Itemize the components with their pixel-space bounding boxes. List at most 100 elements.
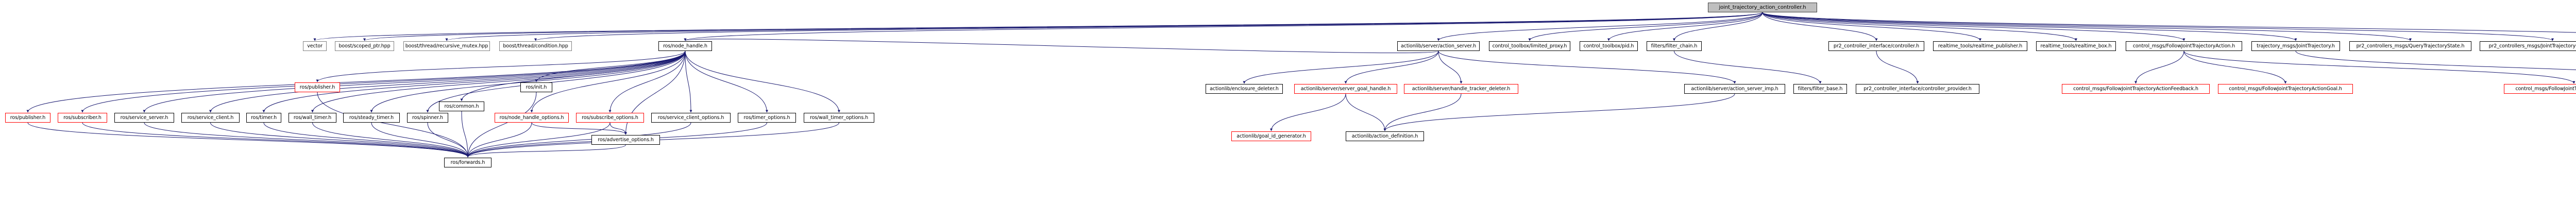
graph-edge	[2134, 50, 2184, 84]
graph-edge	[1383, 93, 1735, 131]
graph-edge	[1528, 12, 1763, 41]
graph-node[interactable]: ros/subscriber.h	[58, 113, 107, 123]
graph-node[interactable]: boost/thread/condition.hpp	[499, 41, 572, 51]
graph-node[interactable]: ros/service_server.h	[114, 113, 174, 123]
graph-edge	[2183, 50, 2287, 84]
graph-node-label: pr2_controller_interface/controller_prov…	[1863, 86, 1972, 92]
graph-edge	[2295, 50, 2576, 70]
graph-node-label: ros/node_handle_options.h	[499, 114, 564, 121]
graph-edge	[1762, 12, 1878, 41]
graph-node-root[interactable]: joint_trajectory_action_controller.h	[1708, 3, 1817, 12]
graph-node[interactable]: control_toolbox/limited_proxy.h	[1489, 41, 1570, 51]
graph-node-label: ros/subscriber.h	[63, 114, 101, 121]
graph-node-label: trajectory_msgs/JointTrajectory.h	[2257, 43, 2335, 49]
graph-node-label: control_toolbox/limited_proxy.h	[1492, 43, 1567, 49]
graph-node-label: actionlib/server/server_goal_handle.h	[1300, 86, 1391, 92]
graph-node[interactable]: ros/common.h	[439, 101, 484, 111]
graph-node[interactable]: ros/spinner.h	[407, 113, 448, 123]
graph-node[interactable]: control_msgs/FollowJointTrajectoryAction…	[2126, 41, 2242, 51]
graph-edge	[1762, 12, 2297, 41]
graph-edge	[609, 122, 627, 135]
graph-node[interactable]: ros/node_handle_options.h	[495, 113, 569, 123]
graph-node[interactable]: actionlib/server/action_server_imp.h	[1684, 84, 1785, 94]
graph-node-label: ros/subscribe_options.h	[582, 114, 638, 121]
graph-node[interactable]: control_msgs/FollowJointTrajectoryAction…	[2504, 84, 2576, 94]
graph-node[interactable]: pr2_controller_interface/controller.h	[1828, 41, 1924, 51]
graph-node-label: ros/steady_timer.h	[349, 114, 394, 121]
graph-node-label: filters/filter_base.h	[1798, 86, 1843, 92]
graph-node[interactable]: actionlib/enclosure_deleter.h	[1206, 84, 1283, 94]
graph-node[interactable]: ros/advertise_options.h	[591, 135, 660, 145]
graph-node-label: ros/init.h	[526, 84, 547, 90]
graph-node-label: pr2_controllers_msgs/QueryTrajectoryStat…	[2356, 43, 2465, 49]
graph-node[interactable]: control_toolbox/pid.h	[1580, 41, 1638, 51]
graph-node-label: actionlib/server/handle_tracker_deleter.…	[1412, 86, 1511, 92]
graph-node[interactable]: pr2_controllers_msgs/JointTrajectoryCont…	[2480, 41, 2576, 51]
graph-edge	[1762, 12, 2185, 41]
graph-node[interactable]: ros/init.h	[520, 82, 552, 92]
graph-edge	[530, 50, 686, 113]
graph-edge	[1673, 12, 1763, 41]
graph-node[interactable]: ros/timer.h	[246, 113, 281, 123]
graph-node[interactable]: ros/publisher.h	[295, 82, 340, 92]
graph-edge	[1345, 93, 1386, 131]
graph-edge	[144, 122, 469, 158]
graph-node[interactable]: actionlib/goal_id_generator.h	[1231, 131, 1311, 141]
graph-edge	[685, 50, 840, 113]
graph-edge	[1383, 93, 1462, 131]
graph-node[interactable]: filters/filter_base.h	[1793, 84, 1847, 94]
graph-node[interactable]: ros/timer_options.h	[738, 113, 796, 123]
graph-node-label: ros/publisher.h	[299, 84, 335, 90]
graph-node[interactable]: filters/filter_chain.h	[1647, 41, 1702, 51]
graph-edge	[311, 50, 686, 113]
graph-node[interactable]: ros/service_client.h	[181, 113, 240, 123]
graph-node[interactable]: control_msgs/FollowJointTrajectoryAction…	[2062, 84, 2210, 94]
graph-node-label: ros/service_client.h	[187, 114, 234, 121]
graph-node[interactable]: realtime_tools/realtime_box.h	[2036, 41, 2116, 51]
graph-edge	[312, 122, 469, 158]
graph-node[interactable]: ros/wall_timer.h	[289, 113, 336, 123]
graph-edge	[685, 50, 768, 113]
graph-edge	[370, 50, 686, 113]
graph-node-label: vector	[307, 43, 323, 49]
graph-node-label: ros/forwards.h	[450, 159, 485, 165]
graph-node-label: pr2_controllers_msgs/JointTrajectoryCont…	[2488, 43, 2576, 49]
graph-node-label: ros/service_server.h	[120, 114, 168, 121]
graph-edge	[531, 122, 627, 135]
graph-edge	[1438, 50, 1736, 84]
graph-node-label: actionlib/server/action_server.h	[1400, 43, 1477, 49]
graph-node[interactable]: ros/subscribe_options.h	[576, 113, 644, 123]
graph-node-label: pr2_controller_interface/controller.h	[1833, 43, 1920, 49]
graph-node[interactable]: actionlib/server/action_server.h	[1397, 41, 1480, 51]
graph-node[interactable]: ros/service_client_options.h	[651, 113, 731, 123]
graph-edge	[1762, 12, 2576, 33]
graph-edge	[1243, 50, 1439, 84]
graph-node[interactable]: trajectory_msgs/JointTrajectory.h	[2251, 41, 2340, 51]
graph-edge	[608, 50, 686, 113]
graph-edge	[263, 122, 469, 158]
graph-node[interactable]: boost/thread/recursive_mutex.hpp	[403, 41, 490, 51]
graph-node[interactable]: actionlib/action_definition.h	[1346, 131, 1424, 141]
graph-node[interactable]: ros/wall_timer_options.h	[804, 113, 874, 123]
graph-node-label: ros/wall_timer_options.h	[809, 114, 869, 121]
graph-node[interactable]: ros/steady_timer.h	[343, 113, 400, 123]
graph-node[interactable]: ros/publisher.h	[5, 113, 50, 123]
graph-node[interactable]: realtime_tools/realtime_publisher.h	[1933, 41, 2027, 51]
graph-node-label: ros/timer.h	[250, 114, 277, 121]
graph-edge	[460, 50, 686, 101]
graph-edge	[26, 50, 686, 113]
graph-node[interactable]: pr2_controllers_msgs/QueryTrajectoryStat…	[2349, 41, 2471, 51]
graph-node-label: actionlib/enclosure_deleter.h	[1210, 86, 1279, 92]
graph-node[interactable]: boost/scoped_ptr.hpp	[335, 41, 394, 51]
graph-node[interactable]: ros/node_handle.h	[658, 41, 712, 51]
graph-node[interactable]: actionlib/server/server_goal_handle.h	[1294, 84, 1397, 94]
graph-node-label: control_toolbox/pid.h	[1583, 43, 1634, 49]
graph-node[interactable]: pr2_controller_interface/controller_prov…	[1856, 84, 1979, 94]
graph-node[interactable]: control_msgs/FollowJointTrajectoryAction…	[2218, 84, 2353, 94]
graph-node[interactable]: vector	[303, 41, 327, 51]
graph-node[interactable]: actionlib/server/handle_tracker_deleter.…	[1404, 84, 1518, 94]
graph-edge	[466, 144, 626, 158]
graph-node-label: boost/scoped_ptr.hpp	[338, 43, 391, 49]
graph-node[interactable]: ros/forwards.h	[444, 158, 492, 167]
